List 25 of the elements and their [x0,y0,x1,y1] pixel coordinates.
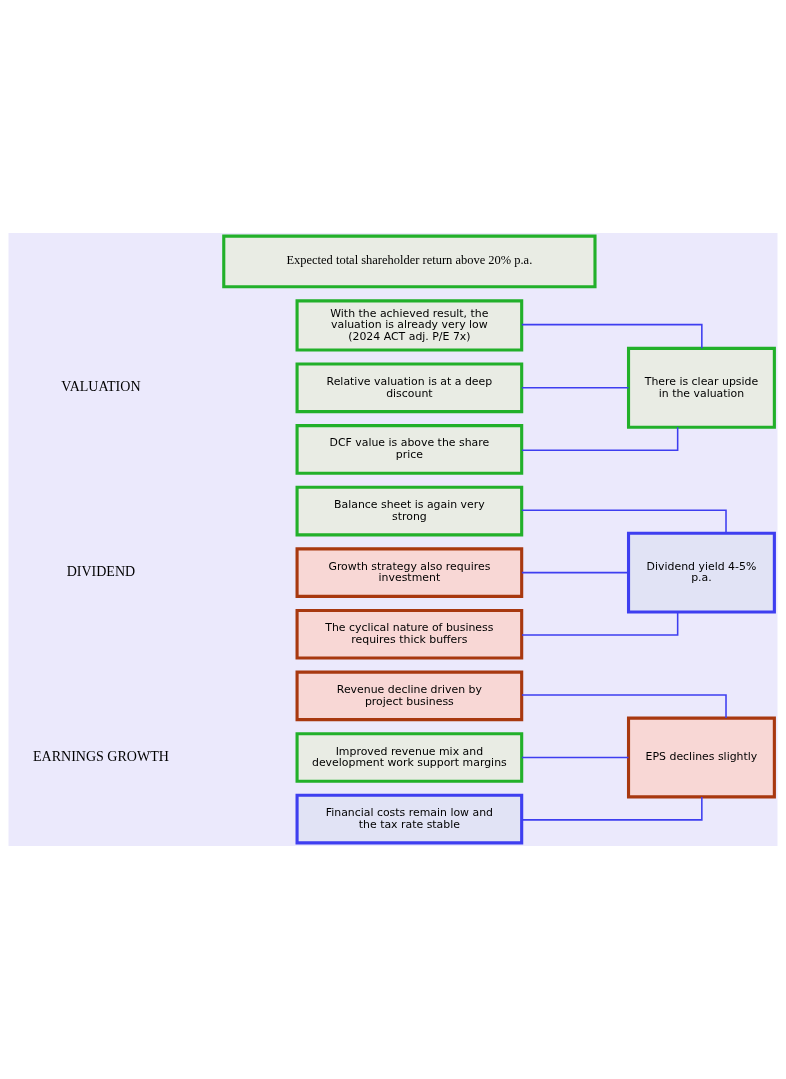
node-box: Improved revenue mix and development work support margins [295,732,524,783]
node-box: Financial costs remain low and the tax rate stable [295,793,524,845]
node-box: There is clear upside in the valuation [626,346,776,429]
label: EARNINGS GROWTH [32,747,169,764]
connector [521,426,679,451]
label: VALUATION [61,378,141,395]
node-box: Growth strategy also requires investment [295,547,524,598]
label: DIVIDEND [66,563,136,580]
node-box: Expected total shareholder return above 20% p.a. [222,234,597,289]
node-box: EPS declines slightly [626,716,776,799]
connector [521,509,727,534]
connector [521,694,727,719]
connector [521,796,703,821]
node-box: The cyclical nature of business requires thick buffers [295,608,524,660]
connector [521,611,679,636]
connector [521,323,703,349]
connector [521,571,630,574]
node-box: Relative valuation is at a deep discount [295,362,524,414]
node-box: DCF value is above the share price [295,424,524,475]
node-box: Revenue decline driven by project business [295,670,524,722]
node-box: Dividend yield 4-5% p.a. [626,531,776,614]
node-box: Balance sheet is again very strong [295,485,524,537]
connector [521,756,630,759]
node-box: With the achieved result, the valuation is already very low (2024 ACT adj. P/E 7x) [295,299,524,352]
connector [521,387,630,389]
